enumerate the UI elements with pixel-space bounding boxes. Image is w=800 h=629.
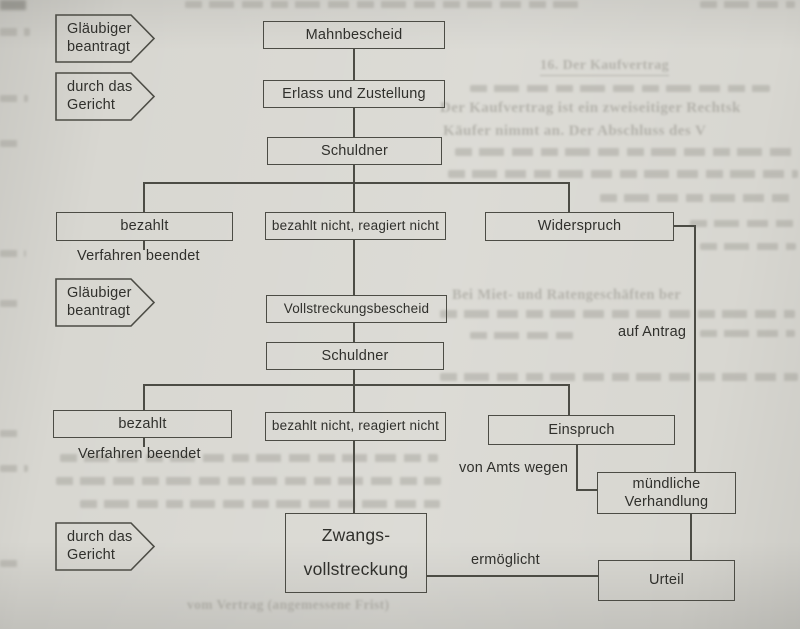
ghost-text-line: vom Vertrag (angemessene Frist) [187,597,390,612]
connector-bezahltnicht2-zwangsvollstreckung [353,441,355,514]
pentagon-arrow-icon [55,278,156,327]
flow-box-muendliche-verhandlung: mündliche Verhandlung [597,472,736,514]
page-corner-smudge [0,0,26,10]
ghost-text-line: Der Kaufvertrag ist ein zweiseitiger Rec… [440,100,741,116]
ghost-text-strip [448,170,798,178]
ghost-text-strip [455,148,795,156]
tag-glaeubiger-beantragt-2: Gläubiger beantragt [55,278,156,327]
ghost-text-strip [470,85,770,92]
flow-box-vollstreckungsbescheid: Vollstreckungsbescheid [266,295,447,323]
tag-label: beantragt [67,303,131,320]
ghost-text-strip [600,194,795,202]
ghost-text-strip [440,373,798,381]
tag-label: Gläubiger [67,284,132,301]
connector-bezahlt1-verfahren [143,241,145,250]
connector-schuldner2-branch [353,370,355,413]
connector-bezahltnicht1-vollstreckung [353,240,355,296]
ghost-heading: 16. Der Kaufvertrag [540,58,670,76]
ghost-text-strip [0,560,18,567]
box-label-line: Verhandlung [624,494,709,510]
pentagon-arrow-icon [55,14,156,63]
flow-box-urteil: Urteil [598,560,735,601]
ghost-text-strip [56,477,441,485]
flow-box-erlass-und-zustellung: Erlass und Zustellung [263,80,445,108]
pentagon-arrow-icon [55,522,156,571]
ghost-text-strip [700,243,796,250]
connector-branch2-left [143,384,145,411]
ghost-text-strip [0,465,28,472]
ghost-text-strip [185,1,580,8]
ghost-text-strip [700,1,795,8]
flow-box-mahnbescheid: Mahnbescheid [263,21,445,49]
flow-box-bezahlt-nicht-2: bezahlt nicht, reagiert nicht [265,412,446,441]
flow-box-schuldner-1: Schuldner [267,137,442,165]
ghost-text-strip [0,140,22,147]
connector-widerspruch-out [674,225,696,227]
ghost-text-line: Käufer nimmt an. Der Abschluss des V [443,123,707,139]
connector-schuldner1-branch [353,164,355,212]
tag-label: Gericht [67,547,116,564]
label-ermoeglicht: ermöglicht [471,552,540,568]
connector-branch1-right [568,182,570,213]
connector-branch2-horizontal [143,384,570,386]
connector-einspruch-verhandlung [576,489,598,491]
ghost-text-strip [440,310,795,318]
flow-box-widerspruch: Widerspruch [485,212,674,241]
tag-label: Gläubiger [67,20,132,37]
ghost-text-strip [0,430,24,437]
flow-box-schuldner-2: Schuldner [266,342,444,370]
box-label-line: vollstreckung [303,558,409,579]
ghost-text-strip [60,454,438,462]
box-label-line: mündliche [632,475,701,492]
flow-box-bezahlt-2: bezahlt [53,410,232,438]
connector-verhandlung-urteil [690,513,692,561]
connector-bezahlt2-verfahren [143,438,145,447]
connector-widerspruch-verhandlung [694,225,696,473]
flow-box-zwangsvollstreckung: Zwangs- vollstreckung [285,513,427,593]
flow-box-einspruch: Einspruch [488,415,675,445]
label-verfahren-beendet-2: Verfahren beendet [78,446,201,462]
label-von-amts-wegen: von Amts wegen [459,460,569,476]
tag-label: durch das [67,78,133,95]
ghost-text-strip [470,332,575,339]
tag-label: beantragt [67,39,131,56]
ghost-text-strip [0,300,20,307]
pentagon-arrow-icon [55,72,156,121]
tag-label: durch das [67,528,133,545]
ghost-text-strip [0,28,30,36]
ghost-text-strip [0,250,26,257]
connector-erlass-schuldner [353,108,355,138]
tag-glaeubiger-beantragt-1: Gläubiger beantragt [55,14,156,63]
connector-vollstreckungsbescheid-schuldner [353,323,355,343]
flow-box-bezahlt-nicht-1: bezahlt nicht, reagiert nicht [265,212,446,240]
ghost-text-strip [690,220,798,227]
ghost-text-strip [0,95,28,102]
flow-box-bezahlt-1: bezahlt [56,212,233,241]
tag-label: Gericht [67,97,116,114]
connector-urteil-zwangsvollstreckung [427,575,599,577]
connector-branch1-left [143,182,145,213]
ghost-text-strip [700,330,795,337]
connector-branch1-horizontal [143,182,570,184]
box-label-line: Zwangs- [321,525,391,546]
connector-einspruch-down [576,445,578,491]
label-auf-antrag: auf Antrag [618,324,687,340]
ghost-text-line: Bei Miet- und Ratengeschäften ber [452,287,682,303]
connector-mahnbescheid-erlass [353,48,355,81]
connector-branch2-right [568,384,570,416]
label-verfahren-beendet-1: Verfahren beendet [77,248,200,264]
ghost-text-strip [80,500,440,508]
